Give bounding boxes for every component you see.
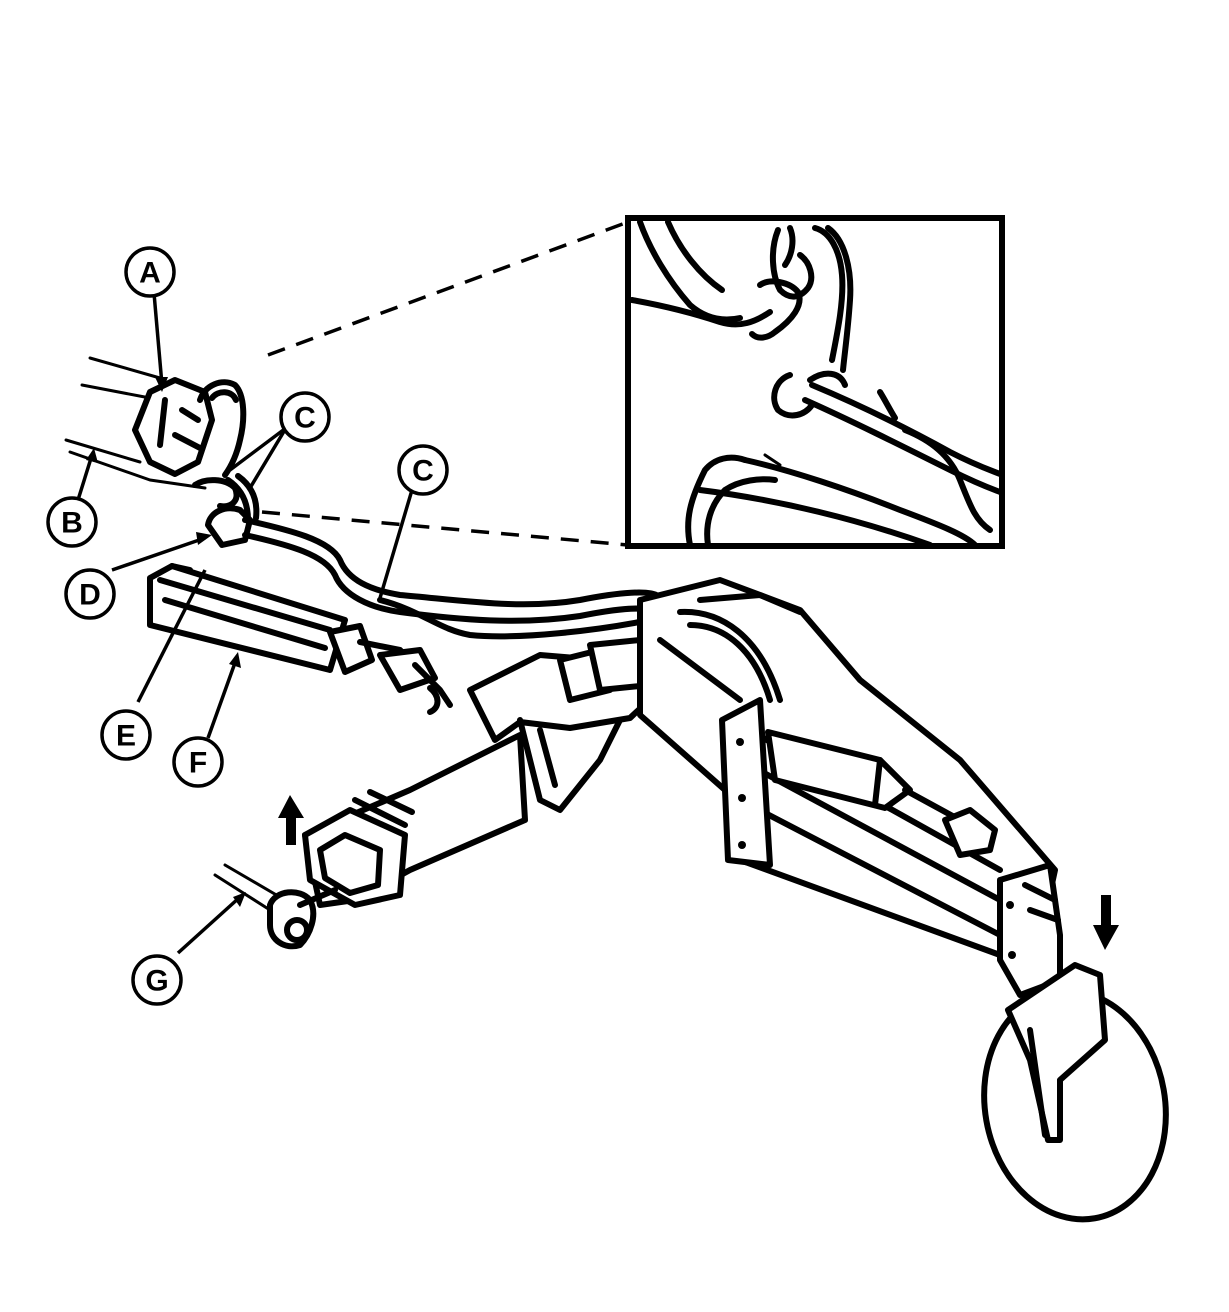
implement-frame [64, 356, 1169, 1223]
callout-A: A [124, 246, 176, 298]
detail-inset [625, 215, 1005, 549]
callout-B: B [46, 496, 98, 548]
callout-label: F [189, 747, 207, 780]
callout-D: D [64, 568, 116, 620]
callout-leaders [76, 292, 414, 955]
callout-label: E [116, 720, 136, 753]
callout-label: C [412, 455, 434, 488]
inset-leader-bottom [261, 510, 629, 547]
inset-leader-top [267, 220, 629, 357]
callout-F: F [172, 736, 224, 788]
callout-label: C [294, 402, 316, 435]
callout-label: B [61, 507, 83, 540]
callout-G: G [131, 954, 183, 1006]
callout-C-lower: C [397, 444, 449, 496]
up-arrow-icon [278, 795, 304, 845]
down-arrow-icon [1093, 895, 1119, 950]
callout-E: E [100, 709, 152, 761]
callout-label: D [79, 579, 101, 612]
callout-label: A [139, 257, 161, 290]
callout-C-upper: C [279, 391, 331, 443]
callout-label: G [145, 965, 168, 998]
